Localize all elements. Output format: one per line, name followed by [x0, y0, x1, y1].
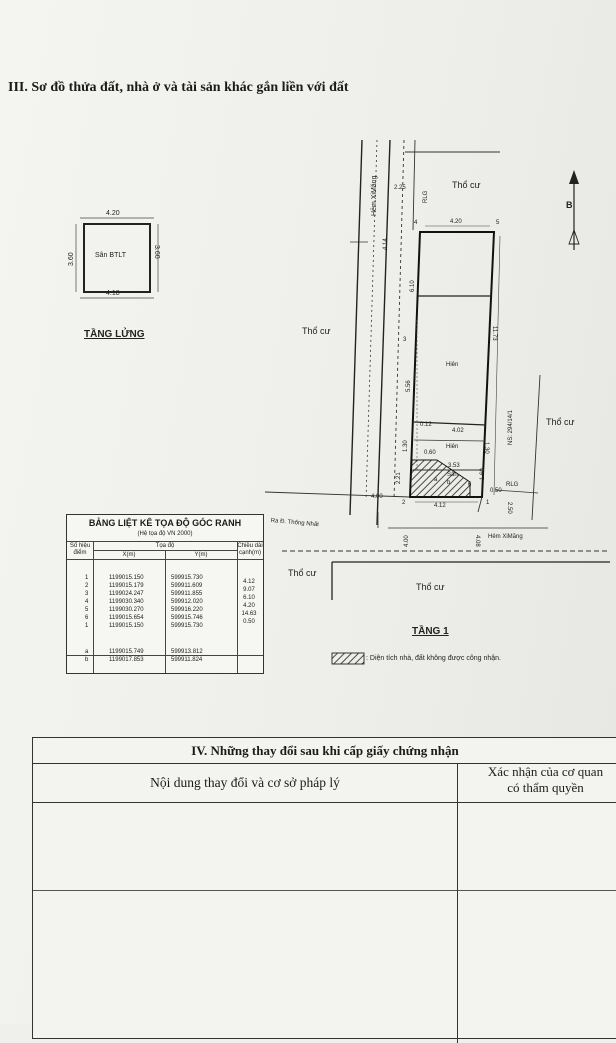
- col-coords-header: Tọa độ: [155, 543, 175, 549]
- point-3: 3: [403, 337, 407, 343]
- dim-4-08: 4.08: [474, 535, 480, 547]
- mezz-dim-top: 4.20: [106, 210, 120, 217]
- room-san: Sân: [447, 472, 458, 478]
- dim-6-10: 6.10: [410, 280, 416, 292]
- alley-vertical-label: Hẻm XiMăng: [371, 175, 378, 216]
- dim-0-12: 0.12: [420, 422, 432, 428]
- section3-title: III. Sơ đồ thửa đất, nhà ở và tài sản kh…: [8, 80, 349, 95]
- col-x-header: X(m): [122, 552, 136, 558]
- room-hien-1: Hiên: [446, 362, 459, 368]
- dim-0-60: 0.60: [424, 450, 436, 456]
- legend-hatch-swatch: [331, 652, 365, 665]
- dim-4-14: 4.14: [383, 238, 389, 250]
- mezzanine-outline: [83, 223, 151, 293]
- neighbor-bottom-label: Thổ cư: [416, 582, 445, 592]
- house-number-label: NS: 294/14/1: [508, 409, 514, 445]
- mezz-dim-right: 3.60: [153, 245, 160, 259]
- col-edge-header: Chiều dài cạnh(m): [237, 543, 263, 556]
- neighbor-left-label: Thổ cư: [302, 326, 331, 336]
- rlg-top-label: RLG: [423, 190, 429, 203]
- dim-5-56: 5.56: [406, 380, 412, 392]
- dim-11-73: 11.73: [491, 326, 497, 341]
- coord-table-title: BẢNG LIỆT KÊ TỌA ĐỘ GÓC RANH: [88, 518, 242, 528]
- changes-content-header: Nội dung thay đổi và cơ sở pháp lý: [33, 764, 458, 803]
- section4-title: IV. Những thay đổi sau khi cấp giấy chứn…: [33, 738, 616, 764]
- mezz-dim-left: 3.60: [68, 252, 75, 266]
- col-y-header: Y(m): [194, 552, 208, 558]
- edge-length: 4.12: [243, 579, 255, 585]
- dim-2-50: 2.50: [506, 502, 512, 514]
- dim-4-20-top: 4.20: [450, 219, 462, 225]
- dim-2-25: 2.25: [394, 185, 406, 191]
- floor1-label: TẦNG 1: [412, 626, 449, 637]
- edge-length: 14.63: [241, 611, 257, 617]
- neighbor-top-label: Thổ cư: [452, 180, 481, 190]
- neighbor-bottom-left-label: Thổ cư: [288, 568, 317, 578]
- point-1: 1: [486, 500, 490, 506]
- edge-length: 9.07: [243, 587, 255, 593]
- coord-table-subtitle: (Hệ tọa độ VN 2000): [137, 531, 193, 537]
- edge-length: 4.20: [243, 603, 255, 609]
- unrecognized-area-hatch: [409, 459, 471, 498]
- point-6: 6: [468, 482, 472, 488]
- dim-0-50: 0.50: [490, 488, 502, 494]
- mezzanine-floor-label: TẦNG LỬNG: [84, 329, 145, 340]
- north-label: B: [566, 200, 573, 210]
- room-hien-2: Hiên: [446, 444, 459, 450]
- dim-4-00b: 4.00: [404, 535, 410, 547]
- point-a: a: [434, 477, 438, 483]
- edge-length: 6.10: [243, 595, 255, 601]
- point-2: 2: [402, 500, 406, 506]
- coordinates-table: BẢNG LIỆT KÊ TỌA ĐỘ GÓC RANH (Hệ tọa độ …: [66, 514, 264, 674]
- dim-4-02: 4.02: [452, 428, 464, 434]
- legend-text: : Diện tích nhà, đất không được công nhậ…: [366, 655, 501, 662]
- mezz-room-label: Sân BTLT: [95, 252, 126, 259]
- point-4: 4: [414, 220, 418, 226]
- alley-bottom-label: Hẻm XiMăng: [488, 534, 523, 540]
- mezz-dim-bottom: 4.18: [106, 290, 120, 297]
- point-5: 5: [496, 220, 500, 226]
- dim-1-30a: 1.30: [403, 440, 409, 452]
- dim-1-60: 1.60: [480, 468, 486, 480]
- rlg-bottom-label: RLG: [506, 482, 519, 488]
- dim-1-30b: 1.30: [483, 442, 489, 454]
- point-b: b: [447, 480, 451, 486]
- dim-2-21: 2.21: [396, 472, 402, 484]
- authority-confirmation-header: Xác nhận của cơ quan có thẩm quyền: [458, 764, 616, 803]
- dim-4-12: 4.12: [434, 503, 446, 509]
- dim-4-00a: 4.00: [371, 494, 383, 500]
- edge-length: 0.50: [243, 619, 255, 625]
- changes-content-cell: [33, 803, 458, 1043]
- col-point-header: Số hiệu điểm: [69, 543, 91, 556]
- changes-table: IV. Những thay đổi sau khi cấp giấy chứn…: [32, 737, 616, 1043]
- dim-3-53: 3.53: [448, 463, 460, 469]
- neighbor-right-label: Thổ cư: [546, 417, 575, 427]
